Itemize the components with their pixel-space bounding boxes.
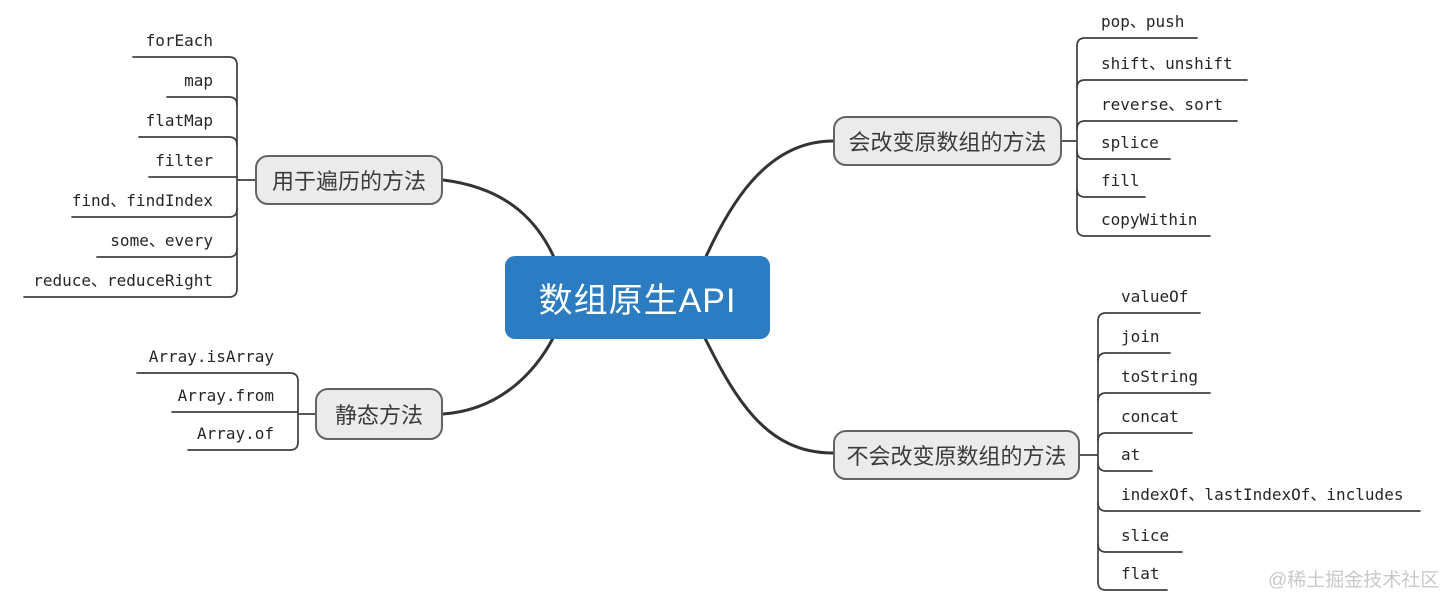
leaf-reduce-reduceright[interactable]: reduce、reduceRight <box>33 271 213 290</box>
trunk-traverse <box>236 64 257 290</box>
leaf-foreach[interactable]: forEach <box>145 31 213 50</box>
leaf-shift-unshift[interactable]: shift、unshift <box>1101 54 1233 73</box>
connector-root-mutating <box>698 139 835 272</box>
leaf-find-findindex[interactable]: find、findIndex <box>71 191 213 210</box>
trunk-static <box>297 380 317 443</box>
underline-copywithin <box>1076 227 1211 237</box>
leaf-pop-push[interactable]: pop、push <box>1101 12 1185 31</box>
underline-map <box>166 96 238 106</box>
branch-node-static[interactable]: 静态方法 <box>315 388 443 440</box>
mutating-branch-lines <box>1060 37 1248 237</box>
trunk-nonmutating <box>1078 320 1099 583</box>
connector-root-nonmutating <box>698 326 835 455</box>
leaf-indexof-lastindexof-includes[interactable]: indexOf、lastIndexOf、includes <box>1121 485 1404 504</box>
underline-array-isarray <box>136 372 299 382</box>
leaf-array-from[interactable]: Array.from <box>177 386 274 405</box>
leaf-splice[interactable]: splice <box>1101 133 1159 152</box>
underline-pop-push <box>1076 37 1198 47</box>
leaf-tostring[interactable]: toString <box>1121 367 1199 386</box>
trunk-mutating <box>1060 45 1078 229</box>
leaf-concat[interactable]: concat <box>1121 407 1179 426</box>
traverse-branch-lines <box>23 56 257 298</box>
underline-array-of <box>187 441 299 451</box>
watermark-text: @稀土掘金技术社区 <box>1268 570 1440 591</box>
leaf-filter[interactable]: filter <box>155 151 213 170</box>
underline-flatmap <box>138 136 238 146</box>
nonmutating-branch-lines <box>1078 312 1421 591</box>
underline-concat <box>1097 432 1193 442</box>
leaf-fill[interactable]: fill <box>1101 171 1140 190</box>
root-connectors <box>441 139 835 455</box>
leaf-copywithin[interactable]: copyWithin <box>1101 210 1198 229</box>
underline-flat <box>1097 581 1168 591</box>
underline-valueof <box>1097 312 1201 322</box>
branch-node-nonmutating[interactable]: 不会改变原数组的方法 <box>833 430 1080 480</box>
leaf-at[interactable]: at <box>1121 445 1141 464</box>
branch-node-traverse[interactable]: 用于遍历的方法 <box>255 155 443 205</box>
connector-root-static <box>441 326 560 416</box>
branch-node-mutating[interactable]: 会改变原数组的方法 <box>833 116 1062 166</box>
leaf-array-isarray[interactable]: Array.isArray <box>148 347 274 366</box>
underline-reverse-sort <box>1076 120 1238 130</box>
leaf-map[interactable]: map <box>184 71 213 90</box>
root-node[interactable]: 数组原生API <box>505 256 770 339</box>
underline-tostring <box>1097 392 1211 402</box>
underline-shift-unshift <box>1076 79 1248 89</box>
underline-foreach <box>132 56 238 66</box>
leaf-valueof[interactable]: valueOf <box>1121 287 1189 306</box>
underline-reduce-reduceright <box>23 288 238 298</box>
leaf-array-of[interactable]: Array.of <box>196 424 274 443</box>
leaf-some-every[interactable]: some、every <box>110 231 213 250</box>
underline-join <box>1097 352 1171 362</box>
leaf-reverse-sort[interactable]: reverse、sort <box>1101 95 1223 114</box>
leaf-join[interactable]: join <box>1121 327 1160 346</box>
leaf-slice[interactable]: slice <box>1121 526 1170 545</box>
connector-root-traverse <box>441 178 562 274</box>
leaf-flat[interactable]: flat <box>1121 564 1160 583</box>
leaf-flatmap[interactable]: flatMap <box>145 111 213 130</box>
static-branch-lines <box>136 372 317 451</box>
